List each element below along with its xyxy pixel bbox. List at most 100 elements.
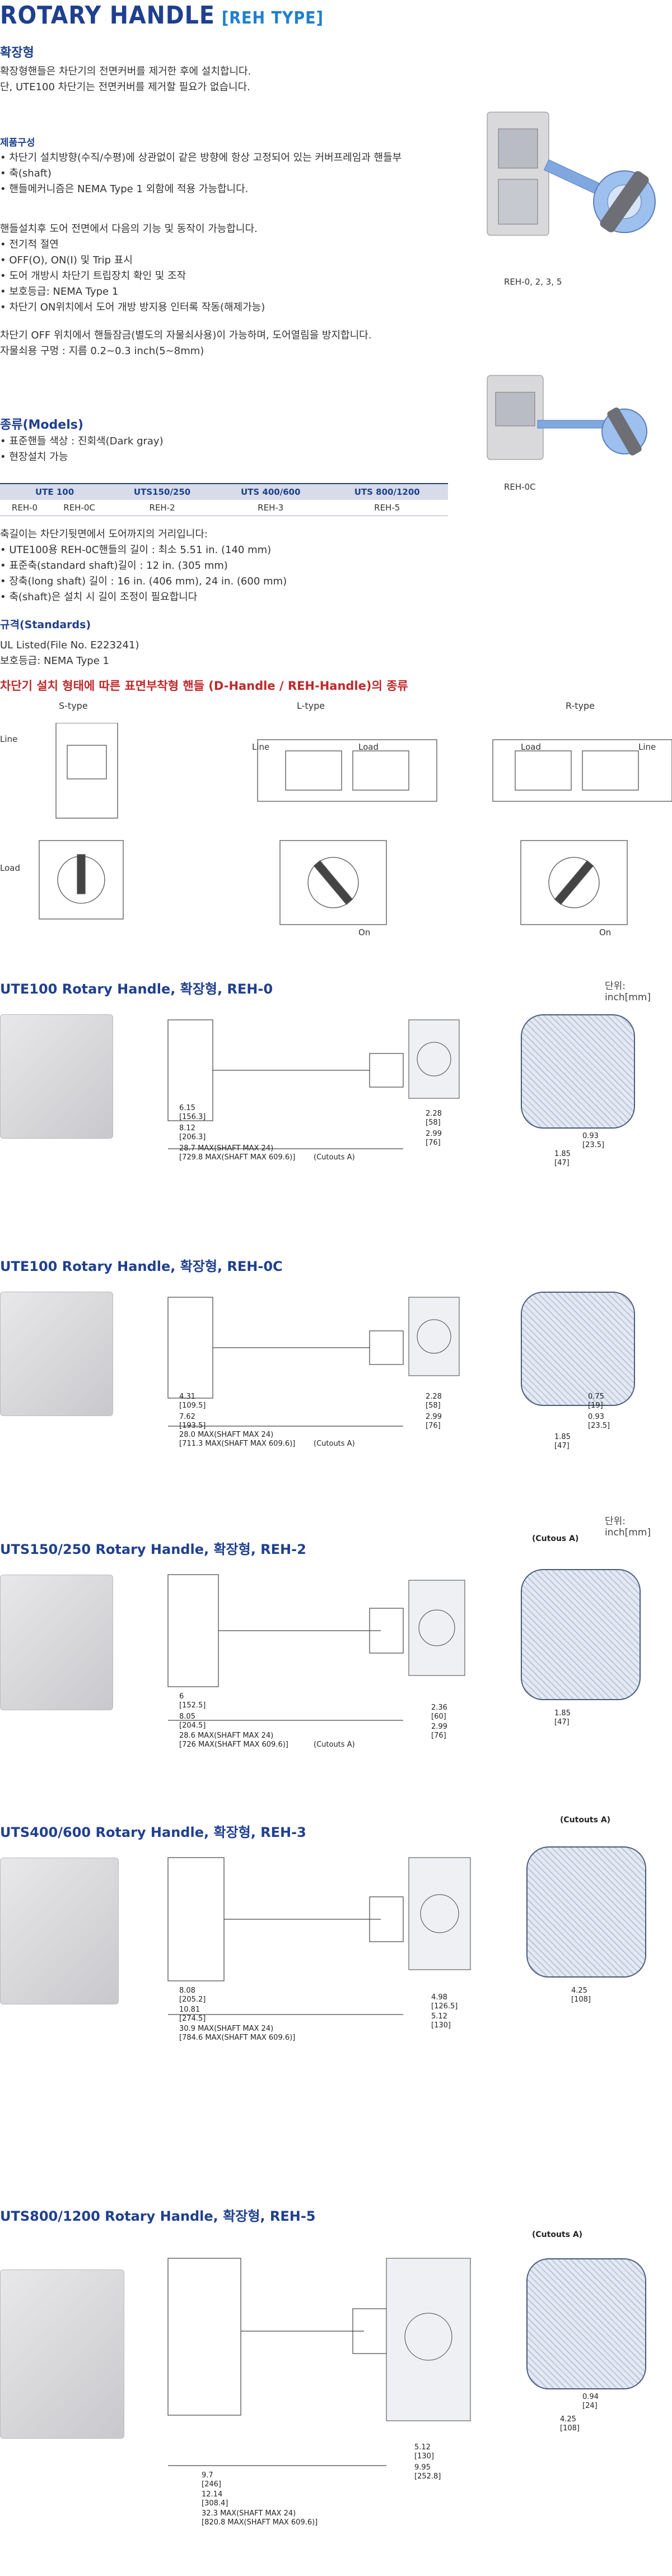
r-line-label: Line [638, 742, 656, 752]
l-type-label: L-type [297, 700, 325, 711]
product-photo [0, 1292, 113, 1416]
dim: 2.28 [426, 1393, 442, 1401]
dim: [156.3] [179, 1113, 206, 1121]
dim: 1.85 [554, 1150, 571, 1158]
intro-line: 확장형핸들은 차단기의 전면커버를 제거한 후에 설치합니다. [0, 66, 251, 77]
standards-line: UL Listed(File No. E223241) [0, 639, 139, 651]
dim: (Cutouts A) [314, 1740, 355, 1749]
shaft-block: 축길이는 차단기뒷면에서 도어까지의 거리입니다: UTE100용 REH-0C… [0, 527, 459, 605]
section-title-reh3: UTS400/600 Rotary Handle, 확장형, REH-3 [0, 1825, 306, 1840]
composition-item: 차단기 설치방향(수직/수평)에 상관없이 같은 방향에 항상 고정되어 있는 … [0, 150, 465, 166]
dim: [204.5] [179, 1721, 206, 1730]
dim: [58] [426, 1401, 441, 1410]
section-title-reh0: UTE100 Rotary Handle, 확장형, REH-0 [0, 981, 273, 997]
composition-item: 축(shaft) [0, 166, 465, 182]
dim: [19] [588, 1401, 603, 1410]
shaft-item: 장축(long shaft) 길이 : 16 in. (406 mm), 24 … [0, 574, 459, 590]
dim: [76] [431, 1732, 446, 1740]
dim: 12.14 [202, 2490, 223, 2499]
dim: 2.36 [431, 1704, 447, 1712]
dim: 6 [179, 1692, 184, 1701]
dim: 2.99 [426, 1413, 442, 1421]
drawing-reh0c: 4.31 [109.5] 7.62 [193.5] 28.0 MAX(SHAFT… [0, 1280, 672, 1493]
dim: 30.9 MAX(SHAFT MAX 24) [179, 2025, 274, 2033]
dim: [23.5] [588, 1422, 610, 1430]
dim: [130] [431, 2021, 451, 2030]
dim: [109.5] [179, 1401, 206, 1410]
unit-label-reh2: 단위: inch[mm] [605, 1516, 651, 1538]
dim: [60] [431, 1712, 446, 1721]
dim: [711.3 MAX(SHAFT MAX 609.6)] [179, 1440, 296, 1448]
drawing-reh2: 6 [152.5] 8.05 [204.5] 28.6 MAX(SHAFT MA… [0, 1563, 672, 1799]
lock-line: 차단기 OFF 위치에서 핸들잠금(별도의 자물쇠사용)이 가능하며, 도어열림… [0, 329, 372, 341]
dim: [76] [426, 1139, 441, 1147]
dim: [308.4] [202, 2499, 228, 2508]
model-cell: REH-3 [215, 500, 326, 516]
models-note: 표준핸들 색상 : 진회색(Dark gray) [0, 434, 392, 449]
s-line-label: Line [0, 734, 18, 744]
models-table: UTE 100 UTS150/250 UTS 400/600 UTS 800/1… [0, 483, 448, 516]
product-photo-reh-0235 [482, 106, 661, 269]
handle-assembly-illustration [487, 112, 656, 236]
dim: 28.6 MAX(SHAFT MAX 24) [179, 1732, 274, 1740]
product-photo [0, 1014, 113, 1139]
dim: [47] [554, 1718, 570, 1726]
models-header-ute100: UTE 100 [0, 483, 110, 500]
product-photo [0, 1858, 119, 2004]
dim: [152.5] [179, 1701, 206, 1710]
standards-heading: 규격(Standards) [0, 619, 91, 631]
side-view-drawing [167, 1019, 404, 1149]
dim: 8.12 [179, 1124, 195, 1132]
functions-block: 핸들설치후 도어 전면에서 다음의 기능 및 동작이 가능합니다. 전기적 절연… [0, 221, 465, 315]
cutout-a-reh0c [521, 1292, 635, 1406]
dim: 5.12 [414, 2443, 431, 2452]
dim: [24] [582, 2402, 598, 2410]
unit-label-reh0: 단위: inch[mm] [605, 981, 651, 1003]
dim: [246] [202, 2480, 221, 2489]
dim: 4.31 [179, 1393, 195, 1401]
dim: 4.25 [560, 2415, 576, 2424]
product-photo [0, 1575, 113, 1710]
models-header-uts150: UTS150/250 [109, 483, 216, 500]
dim: [252.8] [414, 2472, 441, 2481]
function-item: 도어 개방시 차단기 트립장치 확인 및 조작 [0, 268, 465, 284]
front-view-drawing [408, 1580, 465, 1676]
photo-caption-bottom: REH-0C [504, 482, 536, 492]
side-view-drawing [167, 1857, 404, 2015]
shaft-item: UTE100용 REH-0C핸들의 길이 : 최소 5.51 in. (140 … [0, 542, 459, 558]
dim: 0.94 [582, 2393, 599, 2401]
intro-heading: 확장형 [0, 46, 34, 60]
cutout-label-reh5: (Cutouts A) [532, 2230, 583, 2239]
types-diagram: S-type L-type R-type Line Load Line Load… [0, 700, 672, 958]
cutout-a-reh2 [521, 1569, 641, 1700]
dim: (Cutouts A) [314, 1153, 355, 1162]
dim: [47] [554, 1159, 570, 1167]
dim: 1.85 [554, 1709, 571, 1718]
front-view-drawing [408, 1019, 460, 1099]
r-type-label: R-type [566, 700, 595, 711]
cutout-label-reh3: (Cutouts A) [560, 1816, 611, 1825]
dim: [193.5] [179, 1422, 206, 1430]
intro-text: 확장형핸들은 차단기의 전면커버를 제거한 후에 설치합니다. 단, UTE10… [0, 64, 459, 95]
dim: 4.98 [431, 1993, 447, 2002]
models-header-uts400: UTS 400/600 [215, 483, 326, 500]
dim: 0.93 [588, 1413, 604, 1421]
handle-0c-illustration [487, 375, 647, 460]
dim: 32.3 MAX(SHAFT MAX 24) [202, 2509, 296, 2518]
shaft-intro: 축길이는 차단기뒷면에서 도어까지의 거리입니다: [0, 528, 208, 540]
dim: 5.12 [431, 2012, 447, 2021]
models-heading: 종류(Models) [0, 418, 83, 432]
front-view-drawing [408, 1297, 460, 1376]
dim: [726 MAX(SHAFT MAX 609.6)] [179, 1740, 288, 1749]
dim: [206.3] [179, 1133, 206, 1141]
section-title-reh2: UTS150/250 Rotary Handle, 확장형, REH-2 [0, 1542, 306, 1557]
product-photo [0, 2269, 124, 2439]
dim: 2.99 [431, 1723, 447, 1731]
s-load-label: Load [0, 863, 20, 873]
dim: 1.85 [554, 1433, 571, 1441]
dim: 7.62 [179, 1413, 195, 1421]
function-item: 보호등급: NEMA Type 1 [0, 284, 465, 300]
title-sub: [REH TYPE] [221, 8, 324, 28]
dim: [274.5] [179, 2015, 206, 2023]
dim: 0.93 [582, 1132, 599, 1140]
